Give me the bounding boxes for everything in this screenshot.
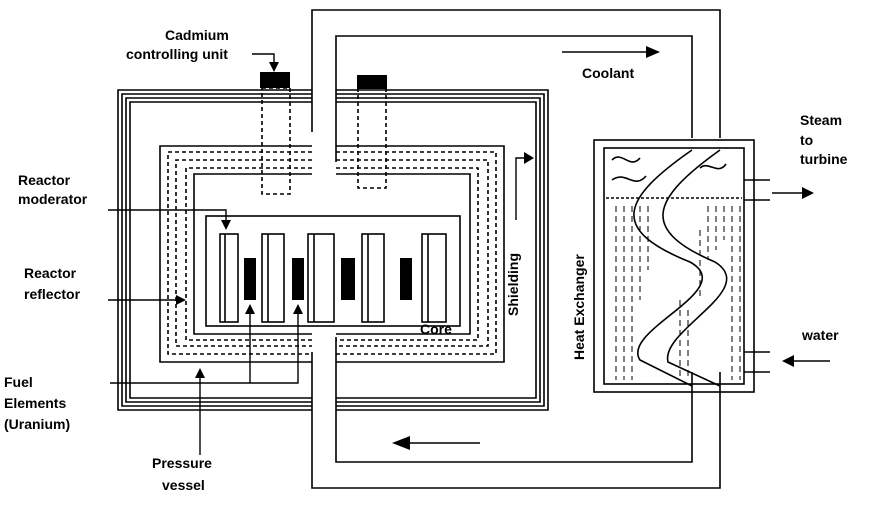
inner-vessel bbox=[193, 173, 471, 335]
label-heat-exchanger: Heat Exchanger bbox=[571, 254, 587, 360]
label-water: water bbox=[801, 327, 839, 343]
control-rod-guide-right bbox=[357, 87, 387, 189]
fuel-element bbox=[400, 258, 412, 300]
coolant-loop-outer bbox=[311, 9, 721, 489]
steam-pipe bbox=[744, 179, 770, 201]
moderator-plate bbox=[307, 233, 335, 323]
fuel-element bbox=[292, 258, 304, 300]
moderator-pointer bbox=[108, 209, 227, 224]
label-coolant: Coolant bbox=[582, 65, 634, 81]
reactor-core bbox=[205, 215, 461, 327]
reactor-reflector bbox=[167, 151, 497, 355]
cadmium-rod-left bbox=[260, 72, 290, 88]
moderator-plate bbox=[261, 233, 285, 323]
moderator-plate bbox=[361, 233, 385, 323]
label-pressure-1: Pressure bbox=[152, 455, 212, 471]
water-pipe bbox=[744, 351, 770, 373]
label-cadmium-2: controlling unit bbox=[126, 46, 228, 62]
label-steam-3: turbine bbox=[800, 151, 848, 167]
label-pressure-2: vessel bbox=[162, 477, 205, 493]
label-shielding: Shielding bbox=[505, 253, 521, 316]
label-fuel-2: Elements bbox=[4, 395, 66, 411]
label-fuel-3: (Uranium) bbox=[4, 416, 70, 432]
fuel-pointer bbox=[110, 312, 299, 384]
label-core: Core bbox=[420, 321, 452, 337]
label-moderator-1: Reactor bbox=[18, 172, 71, 188]
heat-exchanger-inner bbox=[603, 147, 745, 385]
pressure-vessel bbox=[159, 145, 505, 363]
shielding-walls bbox=[117, 89, 549, 411]
moderator-plate bbox=[421, 233, 447, 323]
label-steam-2: to bbox=[800, 132, 813, 148]
label-fuel-1: Fuel bbox=[4, 374, 33, 390]
label-reflector-2: reflector bbox=[24, 286, 81, 302]
control-rod-guide-left bbox=[261, 87, 291, 195]
fuel-element bbox=[244, 258, 256, 300]
label-steam-1: Steam bbox=[800, 112, 842, 128]
moderator-plate bbox=[219, 233, 239, 323]
cadmium-rod-right bbox=[357, 75, 387, 89]
label-reflector-1: Reactor bbox=[24, 265, 77, 281]
heat-exchanger-hatching bbox=[615, 206, 741, 380]
label-moderator-2: moderator bbox=[18, 191, 88, 207]
heat-exchanger-vessel bbox=[593, 139, 755, 393]
label-cadmium-1: Cadmium bbox=[165, 27, 229, 43]
shielding-arrow bbox=[515, 157, 528, 220]
coolant-loop-inner bbox=[335, 35, 693, 463]
fuel-element bbox=[341, 258, 355, 300]
